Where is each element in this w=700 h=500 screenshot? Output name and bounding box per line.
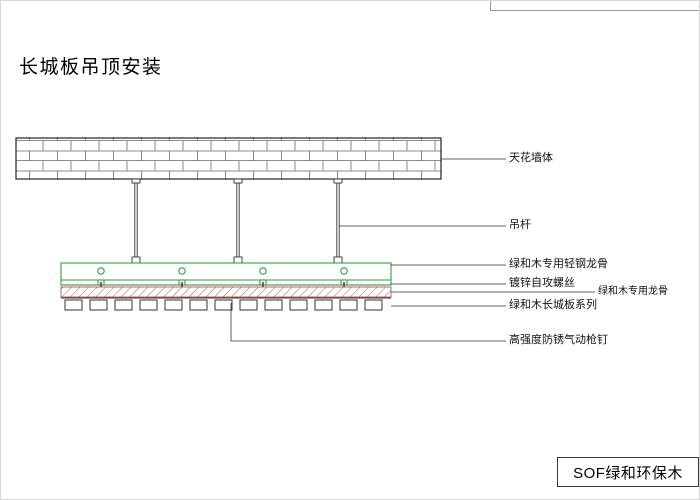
leader-nail — [230, 303, 506, 342]
leader-lines — [230, 158, 595, 342]
logo-text: SOF绿和环保木 — [573, 464, 683, 482]
title-block-frame-horizontal — [490, 10, 699, 11]
title-block-frame-vertical — [490, 1, 491, 10]
label-steel-keel: 绿和木专用轻钢龙骨 — [509, 258, 608, 270]
page-title: 长城板吊顶安装 — [19, 57, 163, 78]
label-board: 绿和木长城板系列 — [509, 299, 597, 311]
label-nail: 高强度防锈气动枪钉 — [509, 334, 608, 346]
label-ceiling-wall: 天花墙体 — [509, 152, 553, 164]
label-wood-keel: 绿和木专用龙骨 — [598, 286, 668, 297]
hanger-rod — [131, 178, 141, 264]
ceiling-wall-section — [15, 137, 442, 180]
logo-box: SOF绿和环保木 — [557, 457, 699, 487]
steel-keel-section — [60, 262, 392, 286]
hanger-rods — [131, 178, 343, 264]
hanger-rod — [333, 178, 343, 264]
label-hanger-rod: 吊杆 — [509, 219, 531, 231]
wood-keel-section — [60, 286, 392, 298]
label-screw: 镀锌自攻螺丝 — [509, 277, 575, 289]
hanger-rod — [233, 178, 243, 264]
wall-board-section — [61, 297, 391, 311]
